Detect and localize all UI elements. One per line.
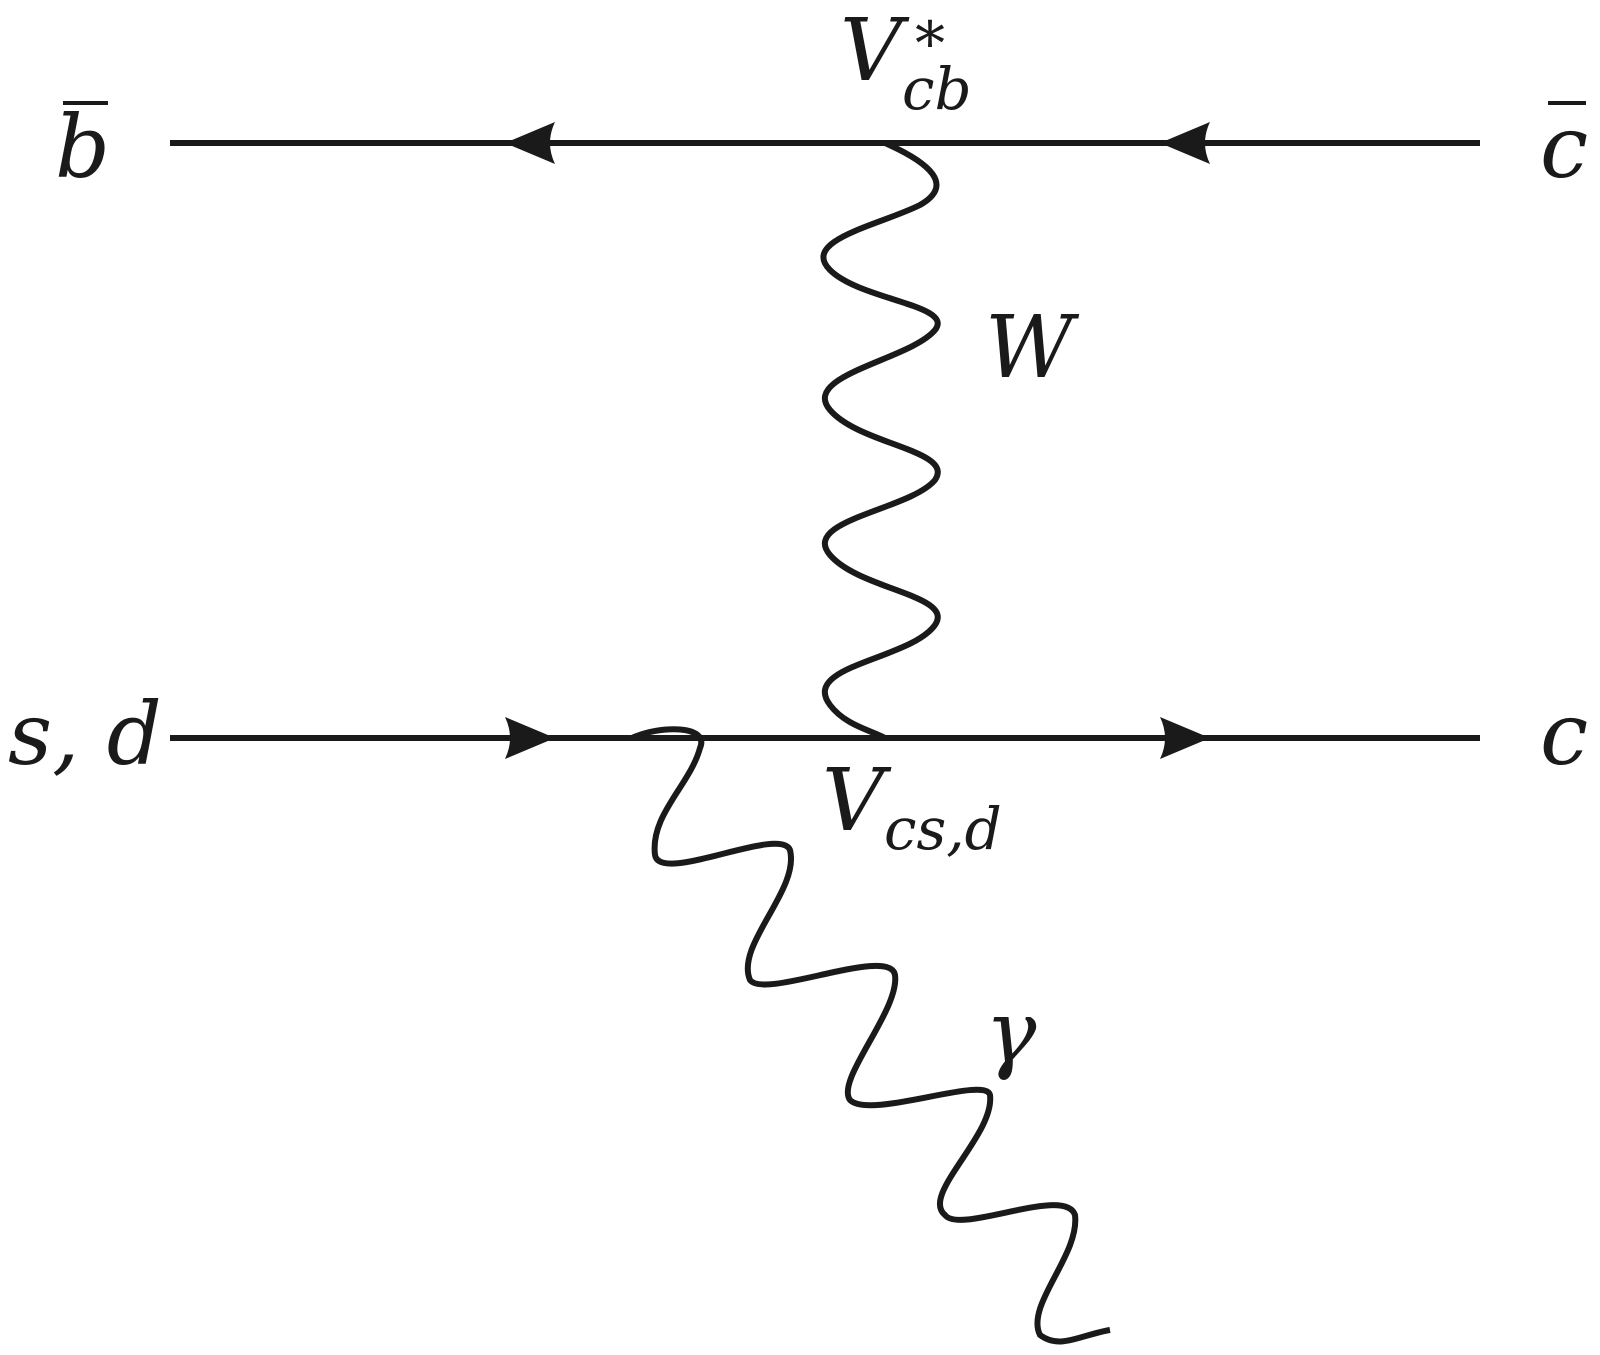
label-w-boson: W	[985, 305, 1073, 391]
arrow-top-left-icon	[505, 122, 555, 164]
arrow-top-right-icon	[1160, 122, 1210, 164]
label-photon: γ	[985, 990, 1036, 1076]
particle-c: c	[1540, 685, 1589, 785]
vcb-subscript: cb	[902, 55, 972, 123]
label-vcsd: V cs,d	[822, 758, 1002, 858]
label-bottom-left: s, d	[8, 692, 162, 778]
vcb-superscript: *	[915, 9, 945, 79]
arrow-bottom-left-icon	[505, 717, 555, 759]
particle-bbar: b	[55, 98, 111, 198]
w-boson-symbol: W	[985, 298, 1074, 398]
label-top-right: c	[1540, 98, 1589, 198]
vcb-base: V	[840, 1, 903, 101]
arrow-bottom-right-icon	[1160, 717, 1210, 759]
label-top-left: b	[55, 98, 111, 198]
vcsd-subscript: cs,d	[884, 795, 1002, 863]
label-bottom-right: c	[1540, 692, 1588, 778]
particle-cbar: c	[1540, 98, 1589, 198]
particle-s-d: s, d	[8, 685, 162, 785]
label-vcb-star: V * cb	[840, 8, 972, 118]
vcsd-base: V	[822, 751, 885, 851]
photon-line	[630, 726, 1111, 1345]
w-boson-line	[820, 140, 941, 741]
photon-symbol: γ	[985, 983, 1037, 1083]
